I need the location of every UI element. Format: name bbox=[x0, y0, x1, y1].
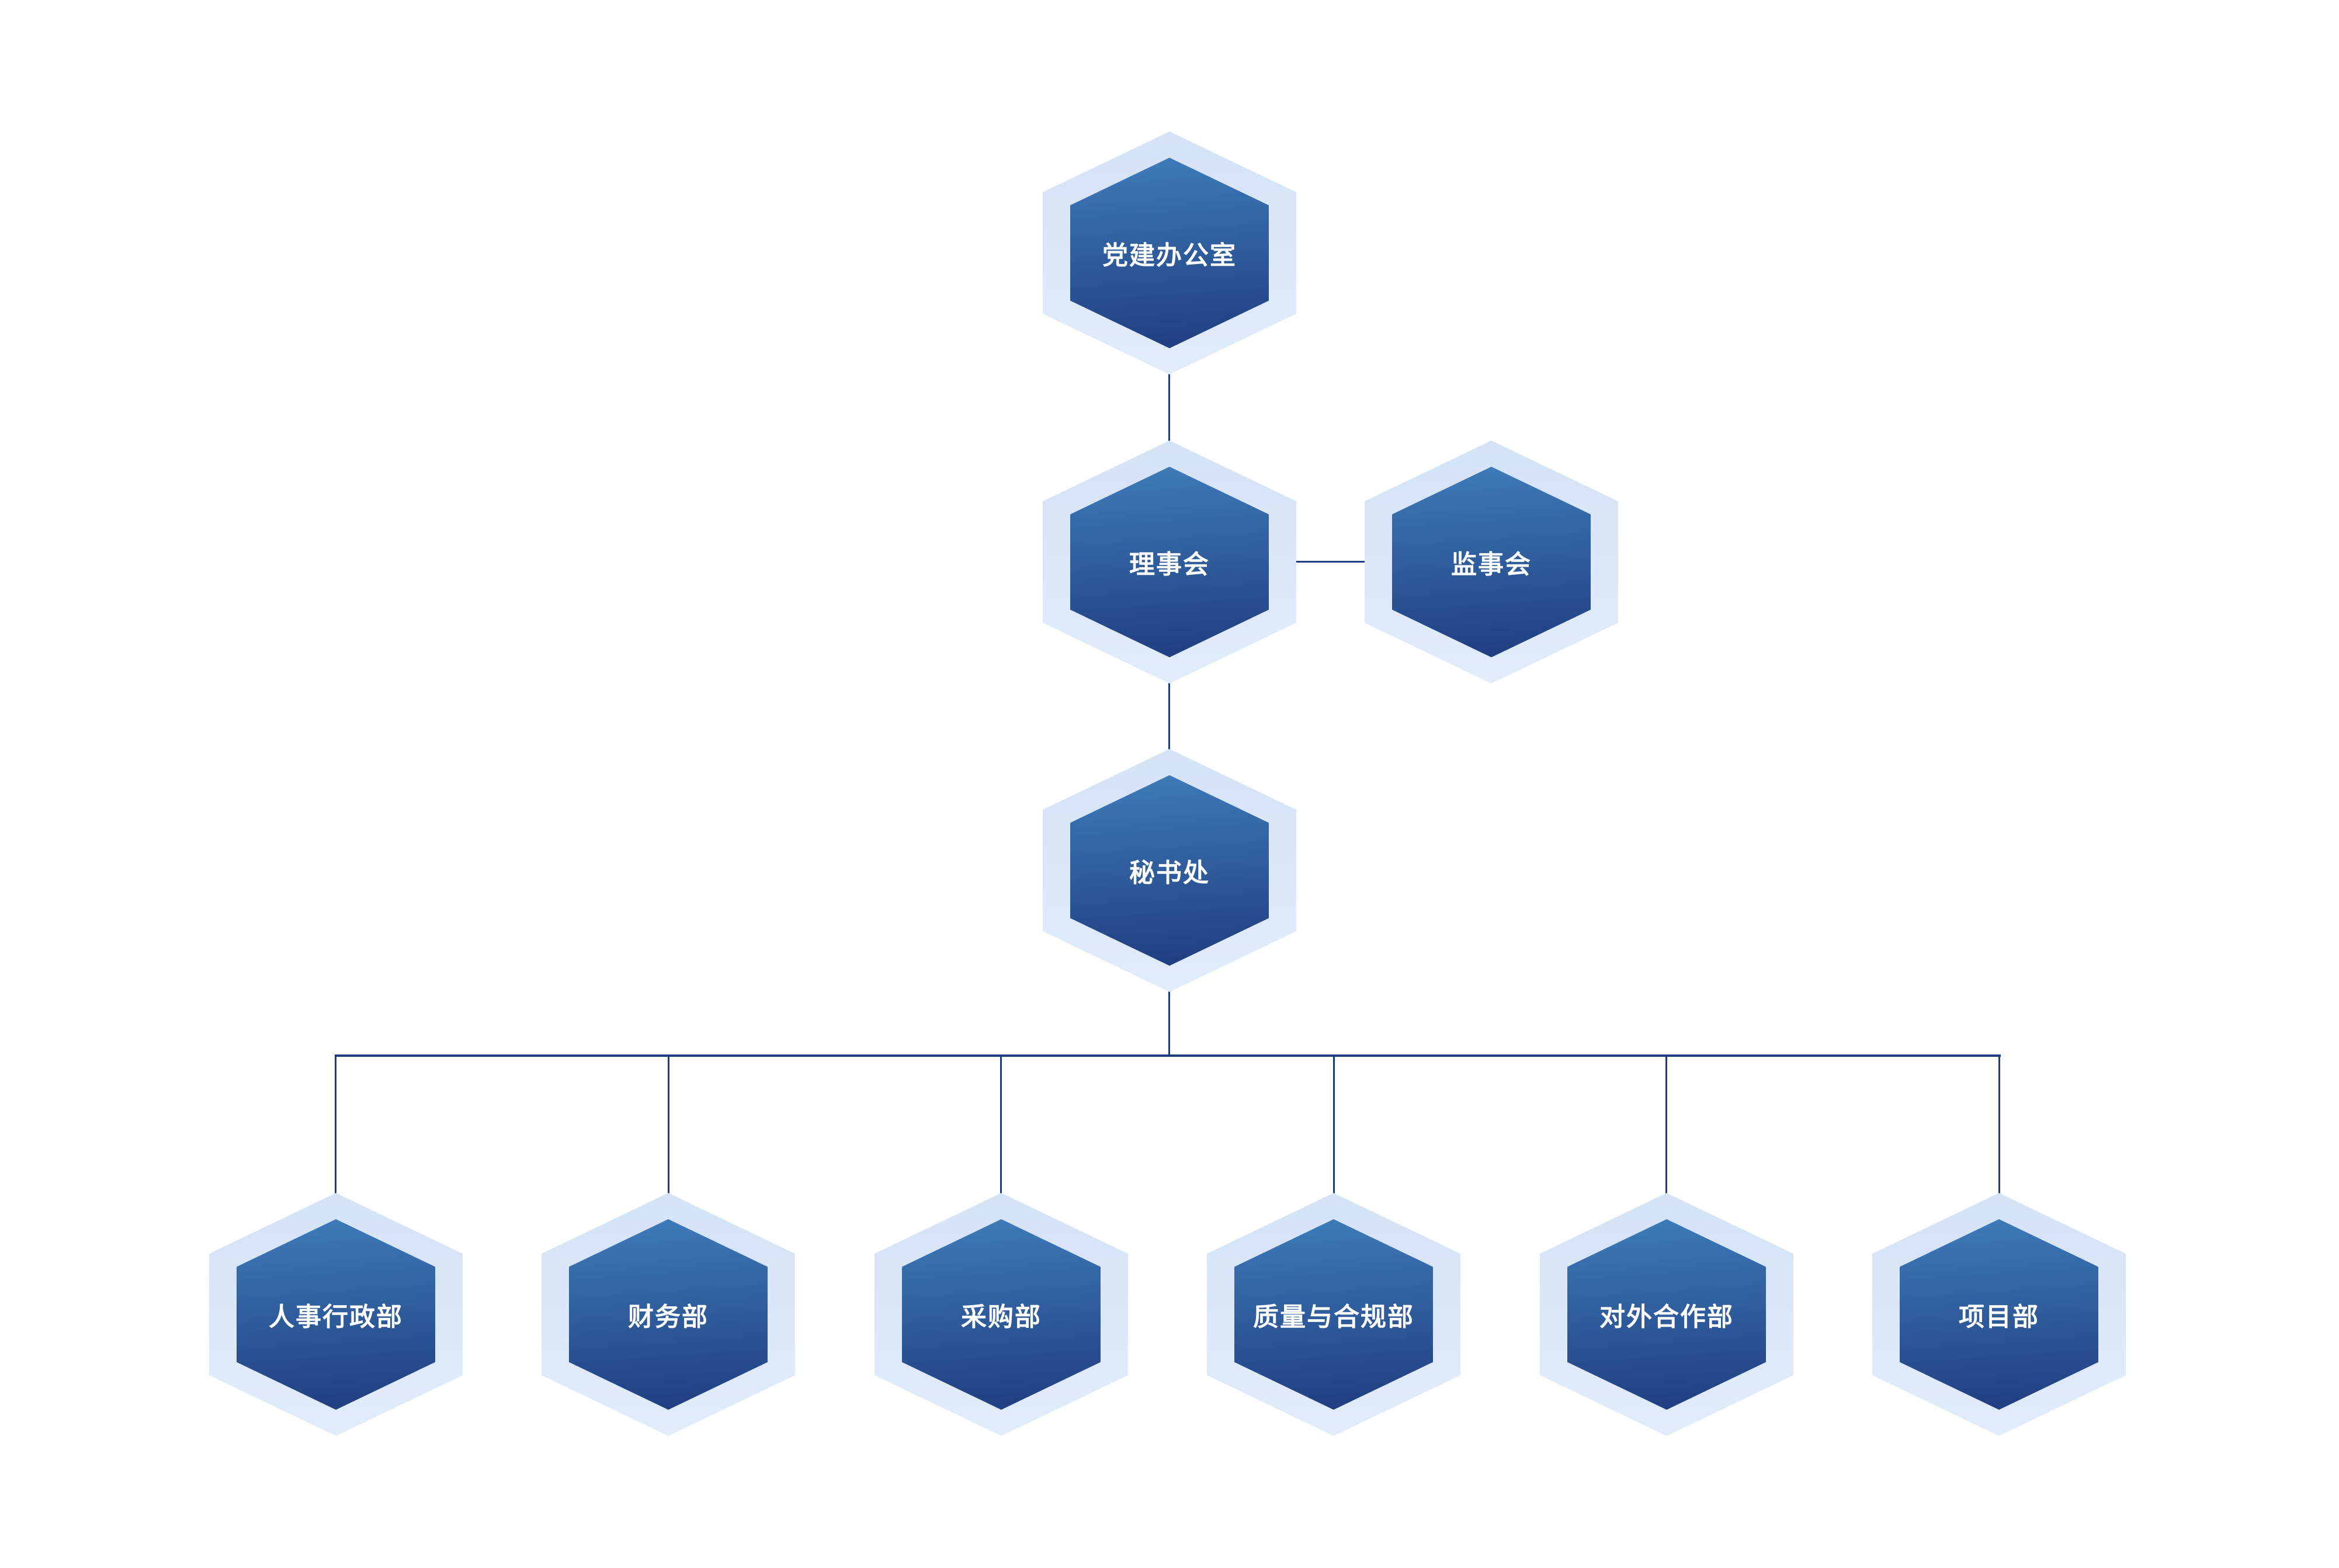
node-label: 财务部 bbox=[628, 1303, 709, 1331]
node-label: 对外合作部 bbox=[1599, 1303, 1734, 1331]
edge-party-office-council bbox=[1168, 373, 1170, 442]
edge-council-supervisory-board bbox=[1296, 561, 1365, 563]
hexagon-core: 项目部 bbox=[1899, 1219, 2099, 1410]
node-label: 质量与合规部 bbox=[1253, 1303, 1414, 1331]
edge-drop-external-coop bbox=[1665, 1056, 1667, 1194]
hexagon-core: 质量与合规部 bbox=[1234, 1219, 1434, 1410]
edge-drop-hr-admin bbox=[335, 1056, 336, 1194]
node-label: 理事会 bbox=[1129, 550, 1210, 579]
edge-drop-project bbox=[1998, 1056, 2000, 1194]
edge-council-secretariat bbox=[1168, 682, 1170, 750]
edge-drop-finance bbox=[668, 1056, 669, 1194]
node-council: 理事会 bbox=[1043, 440, 1296, 684]
hexagon-core: 监事会 bbox=[1391, 466, 1591, 658]
node-dept-finance: 财务部 bbox=[542, 1193, 795, 1436]
node-dept-quality-compliance: 质量与合规部 bbox=[1207, 1193, 1460, 1436]
node-label: 秘书处 bbox=[1129, 859, 1210, 887]
node-label: 党建办公室 bbox=[1102, 241, 1237, 270]
node-dept-external-cooperation: 对外合作部 bbox=[1540, 1193, 1793, 1436]
edge-departments-bus-bar bbox=[335, 1054, 2001, 1057]
node-dept-procurement: 采购部 bbox=[874, 1193, 1128, 1436]
node-label: 监事会 bbox=[1451, 550, 1532, 579]
edge-drop-quality-compliance bbox=[1333, 1056, 1335, 1194]
hexagon-core: 对外合作部 bbox=[1567, 1219, 1767, 1410]
edge-secretariat-stem bbox=[1168, 991, 1170, 1056]
node-dept-hr-admin: 人事行政部 bbox=[209, 1193, 463, 1436]
node-label: 人事行政部 bbox=[269, 1303, 403, 1331]
node-supervisory-board: 监事会 bbox=[1365, 440, 1618, 684]
node-dept-project: 项目部 bbox=[1872, 1193, 2126, 1436]
node-label: 项目部 bbox=[1959, 1303, 2039, 1331]
node-party-building-office: 党建办公室 bbox=[1043, 131, 1296, 374]
node-label: 采购部 bbox=[961, 1303, 1042, 1331]
node-secretariat: 秘书处 bbox=[1043, 749, 1296, 992]
edge-drop-procurement bbox=[1000, 1056, 1002, 1194]
